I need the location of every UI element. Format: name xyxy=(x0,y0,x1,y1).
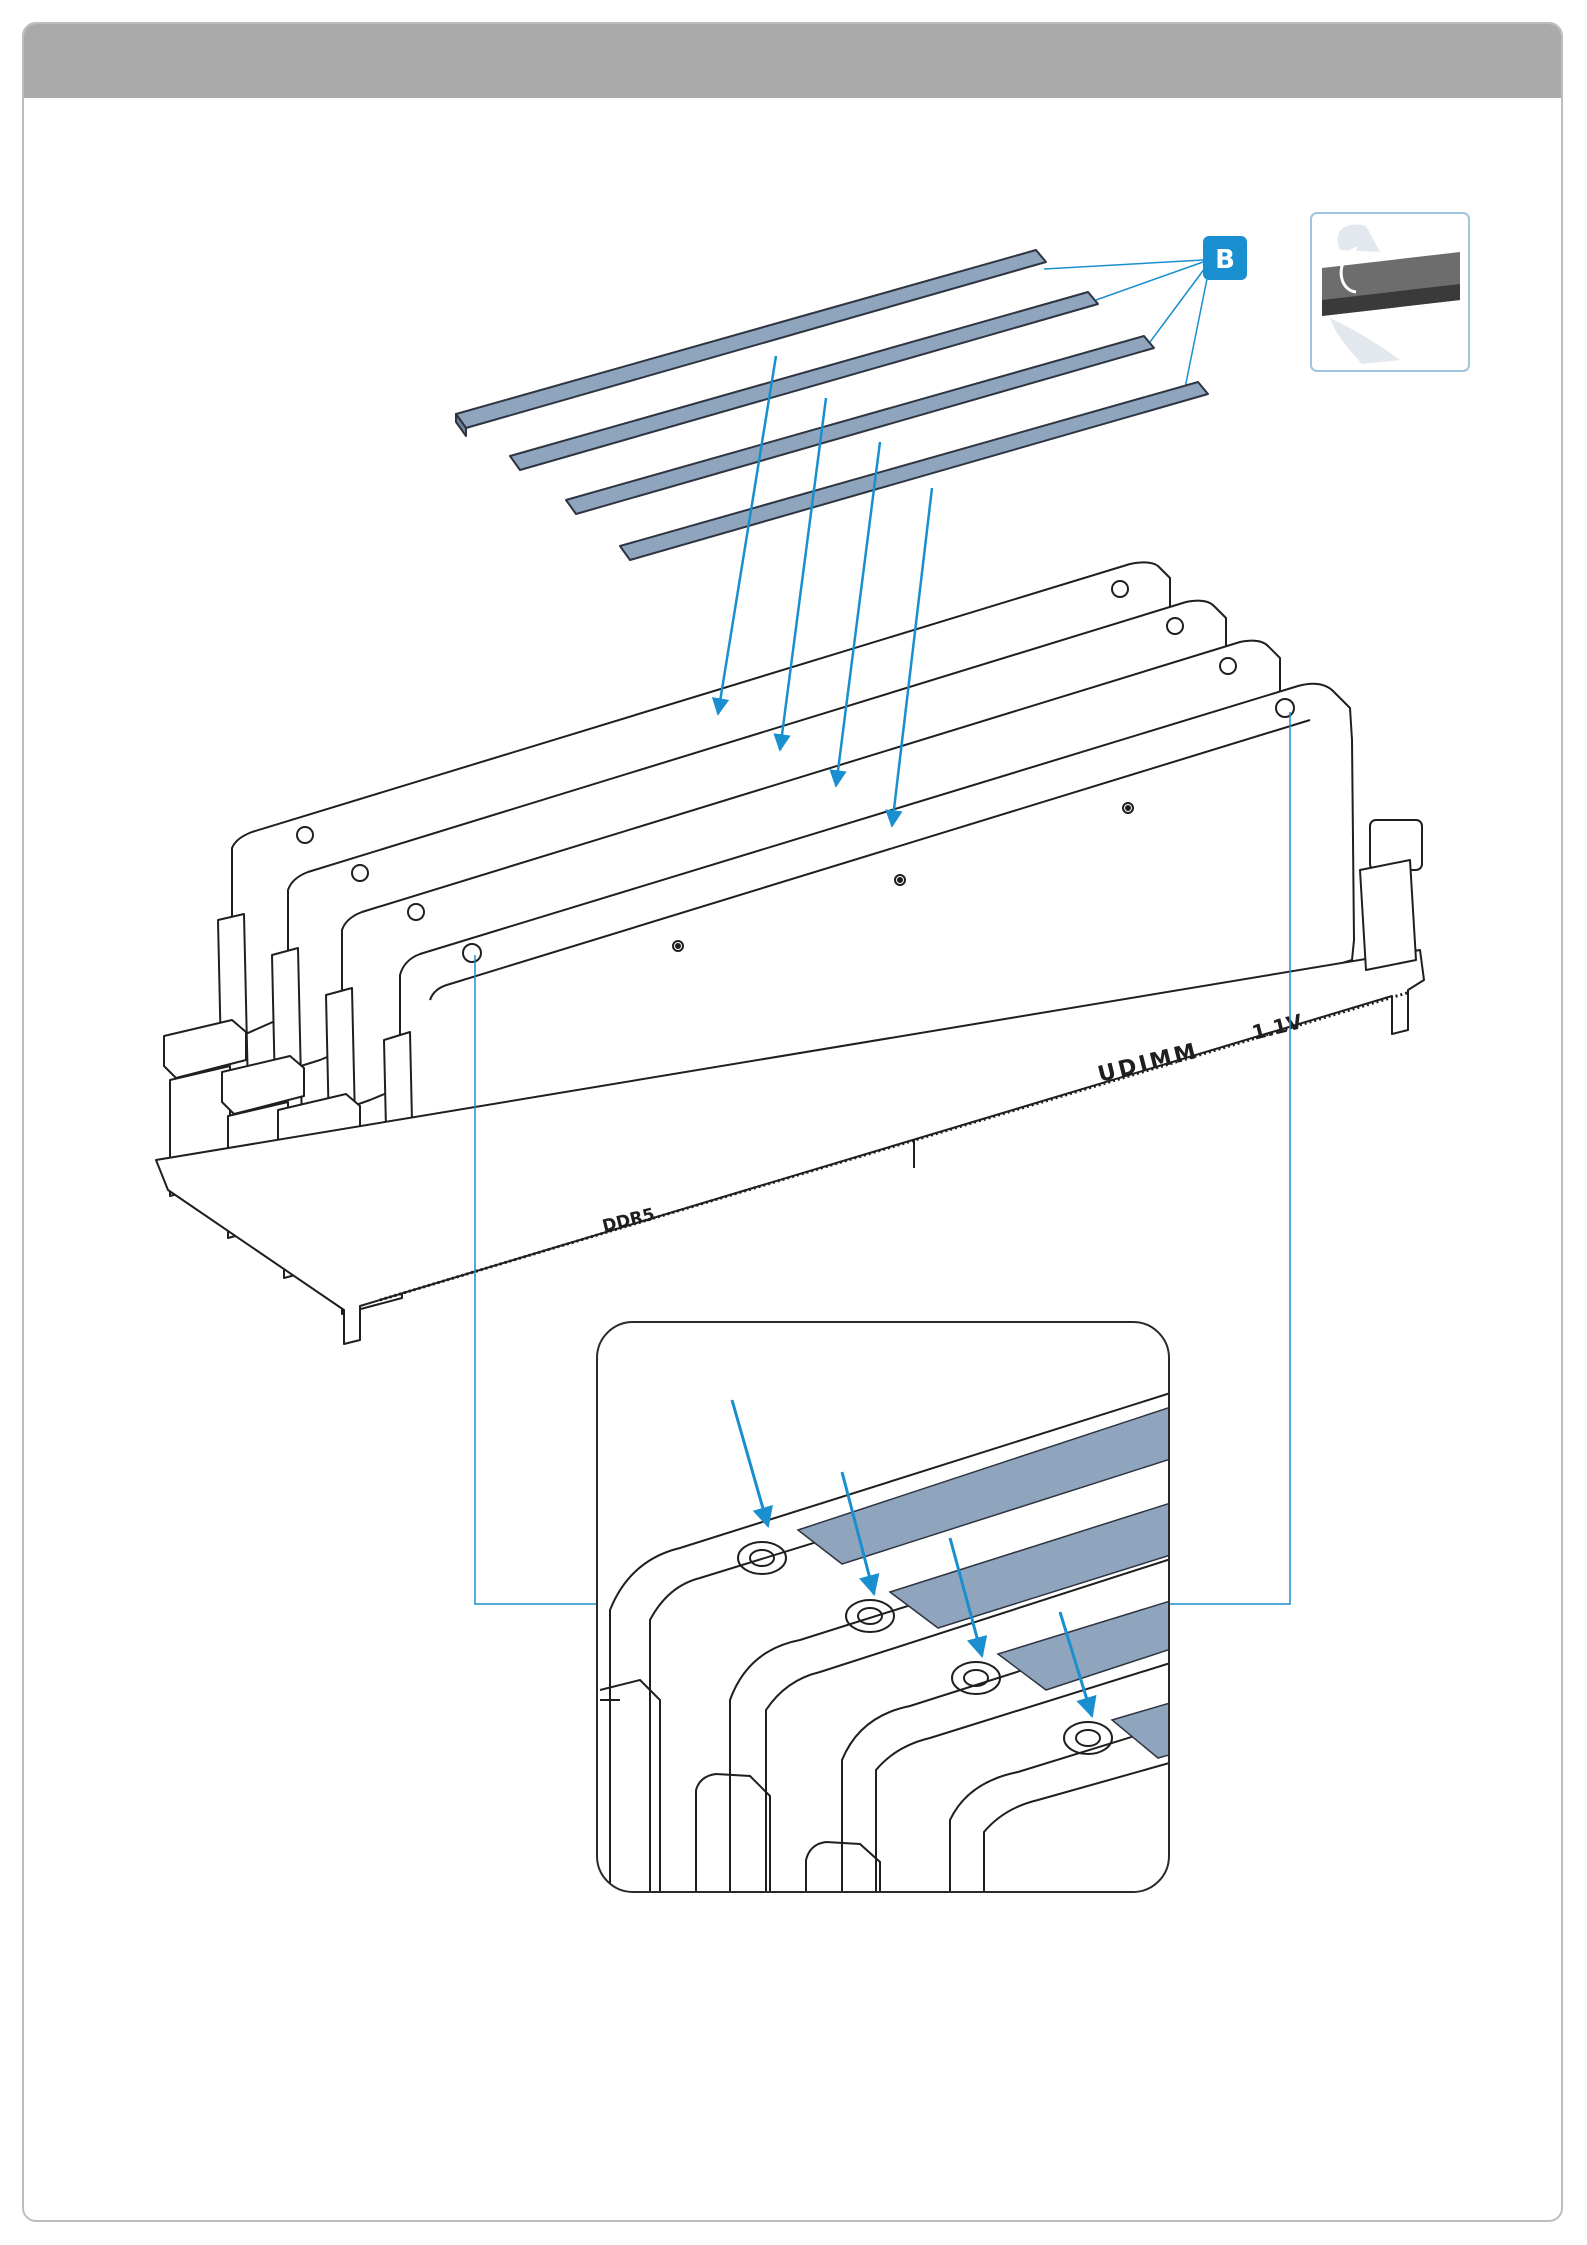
zoom-detail-view xyxy=(597,1322,1180,1900)
part-badge-b: B xyxy=(1203,236,1247,280)
peel-protective-film-icon xyxy=(1311,213,1469,371)
thermal-pads xyxy=(456,250,1208,560)
badge-label: B xyxy=(1215,245,1235,275)
